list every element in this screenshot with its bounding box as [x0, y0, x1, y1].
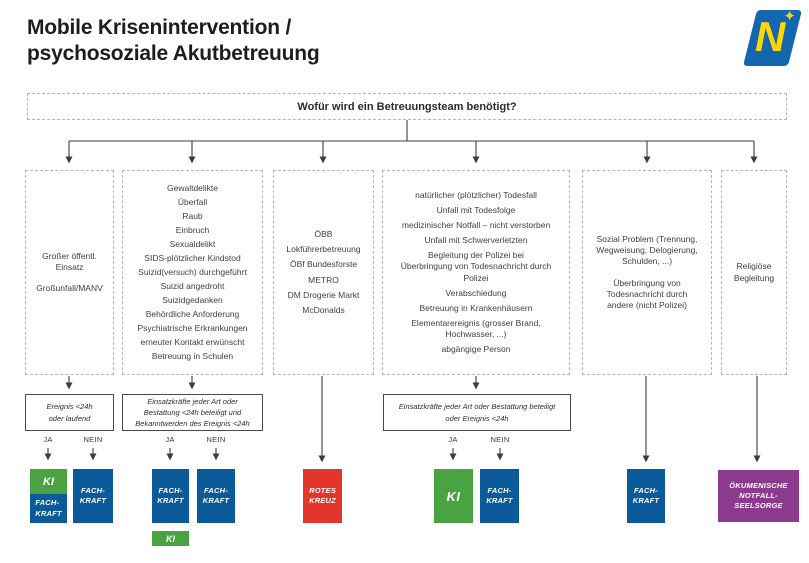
list-item: Elementarereignis (grosser Brand, Hochwa…: [411, 317, 541, 339]
list-item: Suizidgedanken: [162, 295, 223, 306]
list-item: DM Drogerie Markt: [287, 289, 360, 300]
category-box-religious: Religiöse Begleitung: [721, 170, 787, 375]
list-item: Lokführerbetreuung: [286, 244, 361, 255]
outcome-oekumenische-seelsorge: ÖKUMENISCHE NOTFALL- SEELSORGE: [718, 470, 799, 522]
list-item: medizinischer Notfall – nicht verstorben: [401, 220, 551, 231]
condition-box-responders-24h: Einsatzkräfte jeder Art oder Bestattung …: [122, 394, 263, 431]
list-item: Unfall mit Schwerverletzten: [424, 235, 528, 246]
label-nein-1: NEIN: [83, 435, 103, 444]
star-icon: ✦: [783, 8, 796, 25]
list-item: Raub: [182, 210, 203, 221]
label-ja-3: JA: [448, 435, 458, 444]
list-item: Suizid angedroht: [160, 281, 225, 292]
outcome-fachkraft: FACH- KRAFT: [197, 469, 235, 523]
outcome-ki-label: KI: [30, 469, 67, 494]
list-item: Großer öffentl. Einsatz: [42, 250, 97, 272]
list-item: Verabschiedung: [445, 287, 507, 298]
list-item: Betreuung in Schulen: [151, 351, 234, 362]
list-item: McDonalds: [302, 304, 345, 315]
list-item: ÖBf Bundesforste: [289, 259, 358, 270]
niederoesterreich-logo: N ✦: [743, 8, 802, 66]
outcome-ki-addon: KI: [152, 531, 189, 546]
page-title-line1: Mobile Krisenintervention /: [27, 16, 292, 39]
list-item: Überfall: [177, 196, 208, 207]
list-item: Sozial Problem (Trennung, Wegweisung, De…: [596, 234, 698, 267]
category-box-social-problems: Sozial Problem (Trennung, Wegweisung, De…: [582, 170, 712, 375]
logo-inner: N ✦: [750, 8, 796, 66]
list-item: Sexualdelikt: [169, 238, 216, 249]
list-item: SIDS-plötzlicher Kindstod: [144, 252, 241, 263]
logo-letter: N: [755, 13, 786, 60]
outcome-ki: KI: [434, 469, 473, 523]
list-item: Unfall mit Todesfolge: [436, 205, 516, 216]
condition-box-responders-involved: Einsatzkräfte jeder Art oder Bestattung …: [383, 394, 571, 431]
list-item: Überbringung von Todesnachricht durch an…: [606, 277, 688, 310]
list-item: ÖBB: [314, 229, 333, 240]
list-item: Betreuung in Krankenhäusern: [419, 302, 533, 313]
condition-box-event-24h: Ereignis <24h oder laufend: [25, 394, 114, 431]
outcome-rotes-kreuz: ROTES KREUZ: [303, 469, 342, 523]
list-item: Einbruch: [175, 224, 210, 235]
list-item: Großunfall/MANV: [36, 283, 103, 294]
label-nein-3: NEIN: [490, 435, 510, 444]
outcome-fachkraft: FACH- KRAFT: [152, 469, 189, 523]
list-item: Suizid(versuch) durchgeführt: [138, 266, 247, 277]
list-item: erneuter Kontakt erwünscht: [140, 337, 245, 348]
page-title-line2: psychosoziale Akutbetreuung: [27, 42, 320, 66]
list-item: Behördliche Anforderung: [145, 309, 240, 320]
question-box: Wofür wird ein Betreuungsteam benötigt?: [27, 93, 787, 120]
question-text: Wofür wird ein Betreuungsteam benötigt?: [297, 100, 517, 113]
page-title: Mobile Krisenintervention / psychosoziale…: [27, 15, 320, 67]
list-item: Religiöse Begleitung: [733, 261, 775, 283]
list-item: Psychiatrische Erkrankungen: [137, 323, 248, 334]
list-item: Begleitung der Polizei bei Überbringung …: [400, 250, 552, 283]
label-ja-2: JA: [165, 435, 175, 444]
list-item: abgängige Person: [441, 343, 511, 354]
outcome-fachkraft: FACH- KRAFT: [627, 469, 665, 523]
list-item: natürlicher (plötzlicher) Todesfall: [415, 190, 537, 201]
outcome-fachkraft: FACH- KRAFT: [480, 469, 519, 523]
label-nein-2: NEIN: [206, 435, 226, 444]
outcome-fachkraft-label: FACH- KRAFT: [30, 494, 67, 523]
outcome-ki-and-fachkraft: KI FACH- KRAFT: [30, 469, 67, 523]
outcome-fachkraft: FACH- KRAFT: [73, 469, 113, 523]
label-ja-1: JA: [43, 435, 53, 444]
list-item: Gewaltdelikte: [166, 182, 219, 193]
list-item: METRO: [308, 274, 339, 285]
